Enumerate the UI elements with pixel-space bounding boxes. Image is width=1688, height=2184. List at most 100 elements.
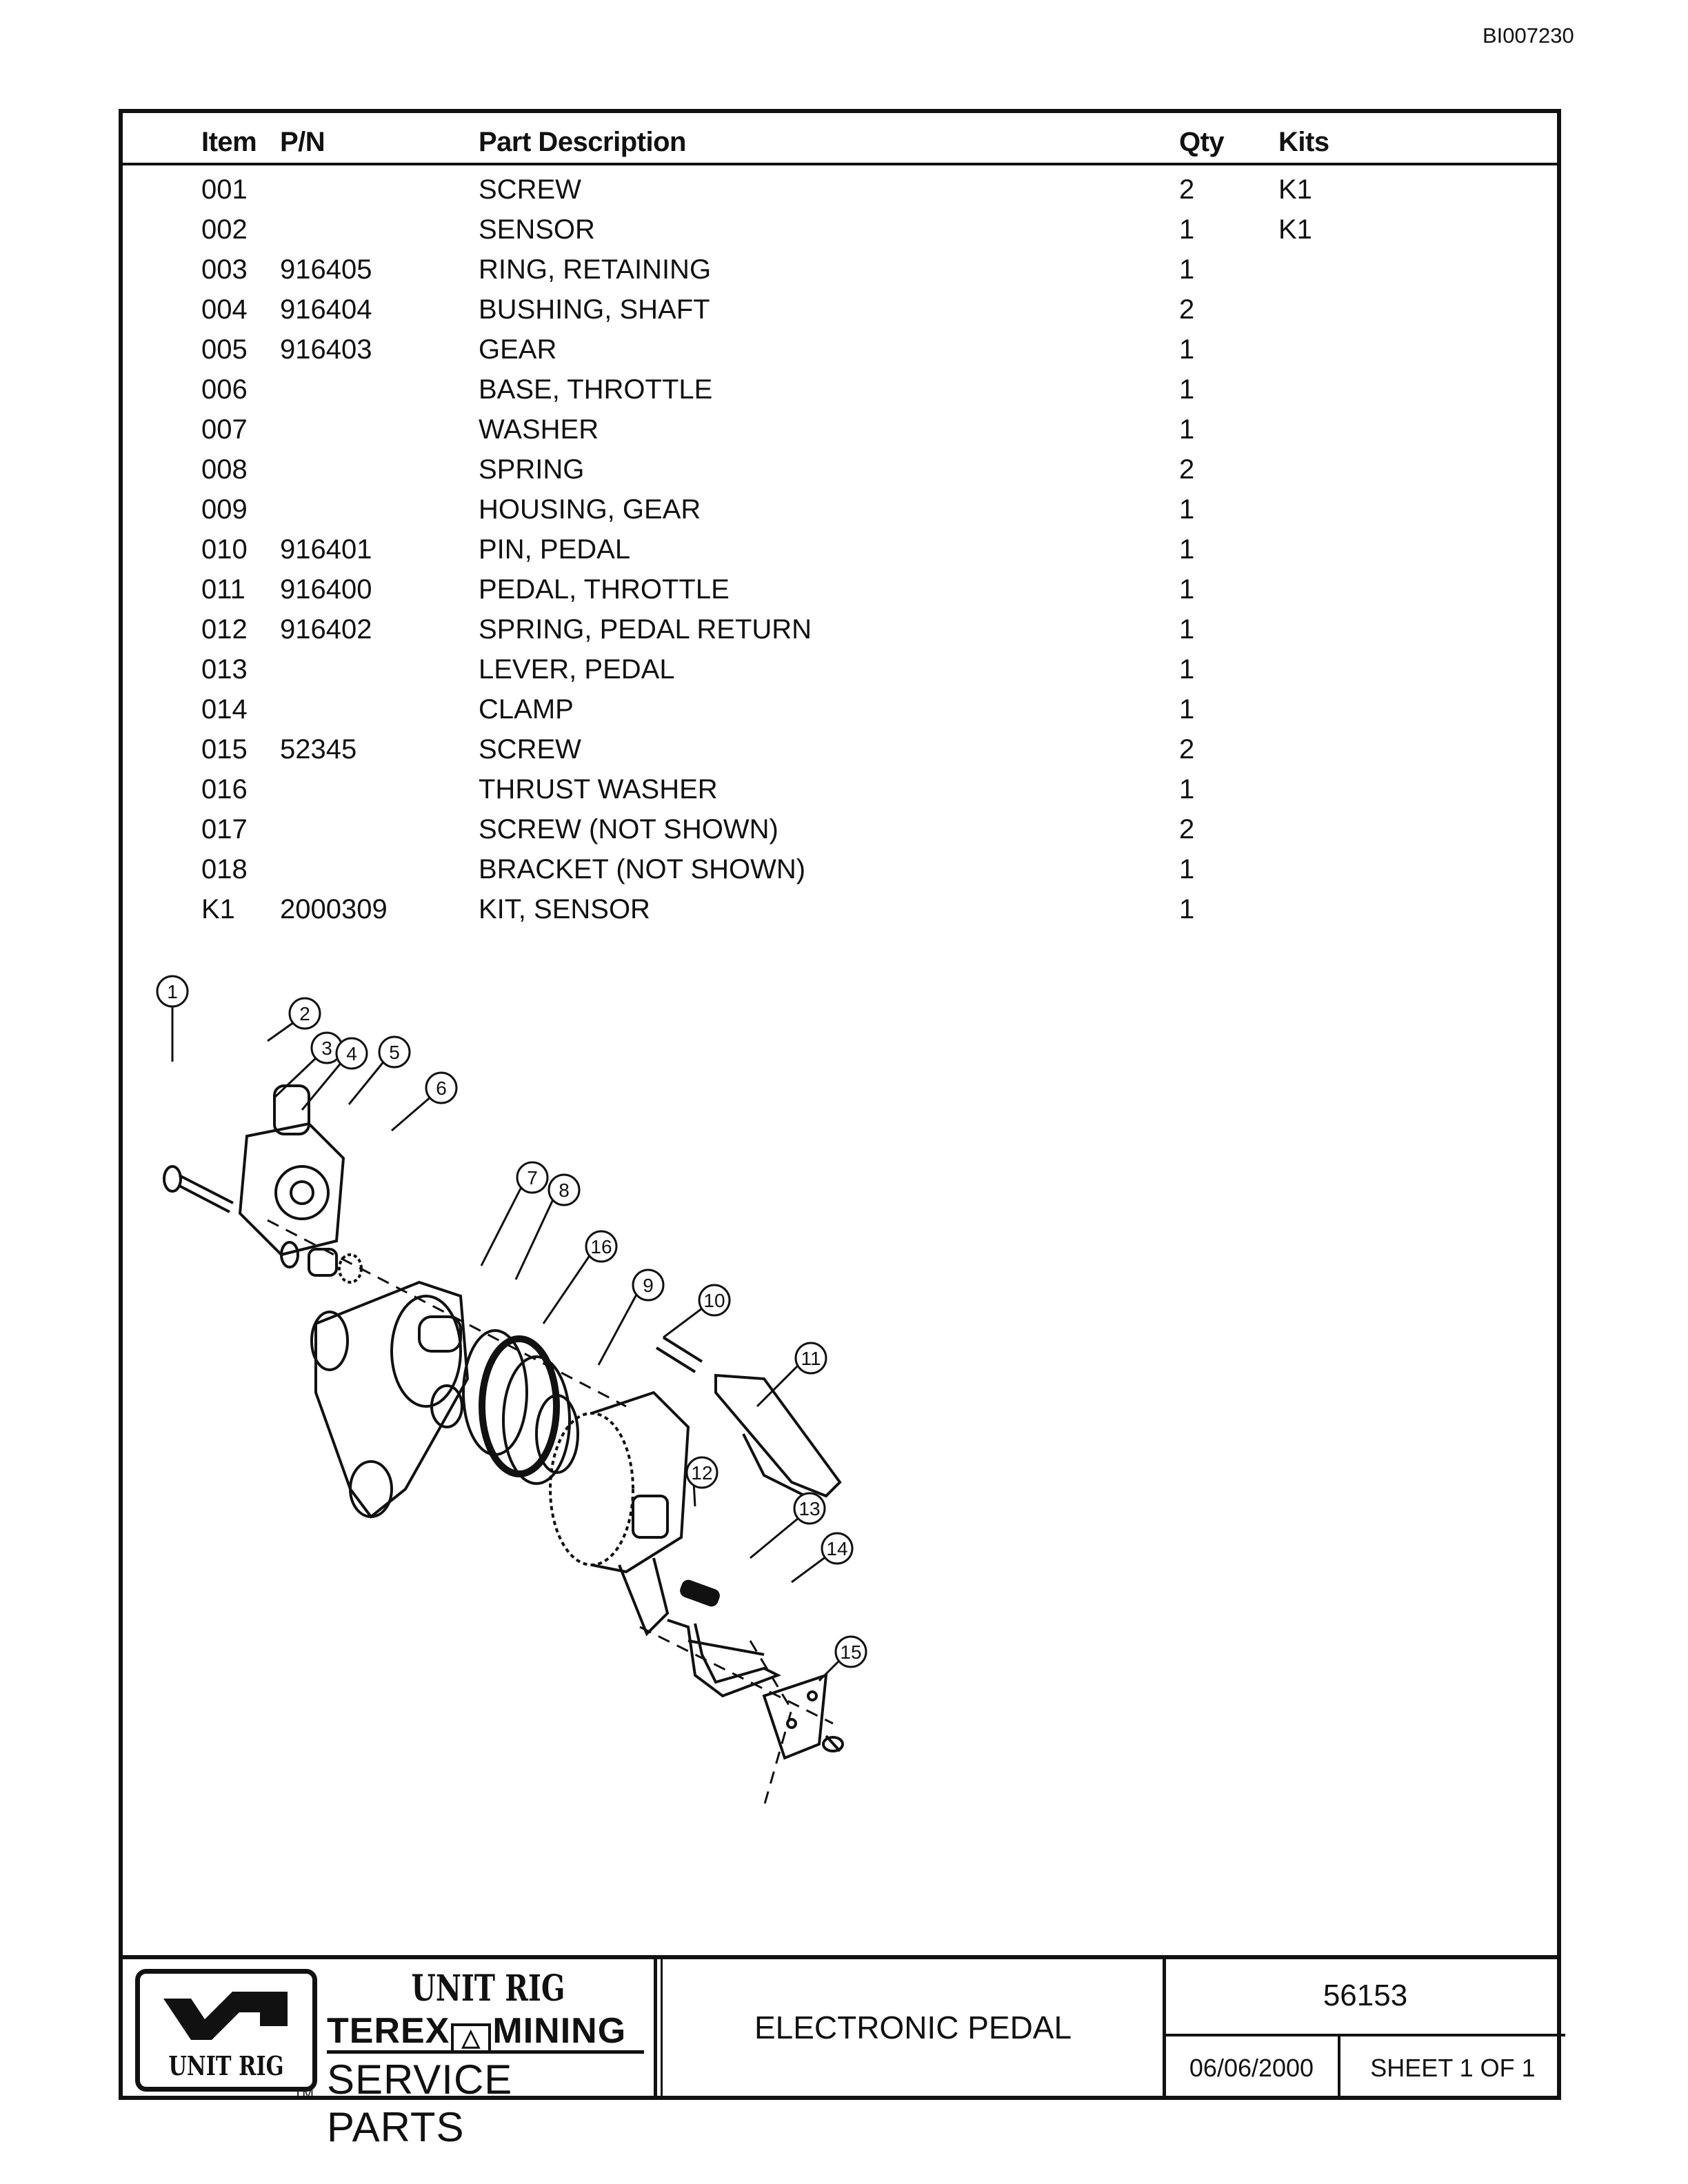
cell-description: CLAMP: [479, 694, 574, 725]
cell-qty: 1: [1179, 414, 1195, 445]
cell-description: GEAR: [479, 334, 557, 365]
title-block-divider: [1338, 2034, 1340, 2100]
header-kits: Kits: [1278, 126, 1329, 157]
part-screw: [163, 1165, 234, 1213]
part-gear: [338, 1253, 363, 1284]
callout-label: 3: [321, 1038, 332, 1059]
table-header-row: Item P/N Part Description Qty Kits: [123, 121, 1416, 163]
cell-qty: 1: [1179, 534, 1195, 565]
cell-kits: [1278, 330, 1416, 370]
callout-6: 6: [425, 1071, 458, 1104]
title-block-divider: [661, 1955, 663, 2100]
brand-mining: MINING: [492, 2011, 627, 2051]
part-pedal: [714, 1373, 842, 1498]
drawing-date: 06/06/2000: [1189, 2054, 1314, 2082]
callout-circle: [794, 1342, 827, 1375]
cell-kits: [1278, 609, 1416, 649]
brand-unit-rig: UNIT RIG: [411, 1968, 565, 2010]
callout-11: 11: [794, 1342, 827, 1375]
cell-item: K1: [201, 893, 235, 924]
cell-item: 017: [201, 813, 248, 845]
callout-15: 15: [834, 1635, 867, 1668]
cell-kits: [1278, 410, 1416, 449]
part-pin: [655, 1336, 703, 1373]
callout-circle: [685, 1456, 719, 1489]
cell-item: 018: [201, 853, 248, 884]
cell-pn: [280, 849, 479, 889]
cell-pn: [280, 370, 479, 410]
cell-qty: 1: [1179, 853, 1195, 884]
cell-pn: 916405: [280, 254, 372, 285]
cell-pn: [280, 489, 479, 529]
cell-description: KIT, SENSOR: [479, 893, 650, 924]
header-pn: P/N: [280, 126, 325, 157]
part-bushing: [308, 1248, 338, 1277]
cell-qty: 1: [1179, 254, 1195, 285]
callout-9: 9: [632, 1268, 665, 1302]
cell-pn: [280, 410, 479, 449]
cell-pn: [280, 649, 479, 689]
cell-description: BASE, THROTTLE: [479, 374, 713, 405]
callout-label: 11: [801, 1348, 821, 1369]
callout-circle: [632, 1268, 665, 1302]
callout-label: 13: [798, 1498, 820, 1519]
cell-item: 006: [201, 374, 248, 405]
callout-label: 4: [346, 1043, 357, 1064]
callout-circle: [821, 1532, 854, 1565]
header-qty: Qty: [1179, 126, 1225, 157]
cell-qty: 2: [1179, 294, 1195, 325]
cell-pn: 916404: [280, 294, 372, 325]
cell-qty: 1: [1179, 893, 1195, 924]
callout-label: 7: [527, 1167, 538, 1189]
unit-rig-logo: UNIT RIG: [135, 1969, 317, 2092]
cell-description: SCREW: [479, 734, 581, 765]
cell-description: SPRING, PEDAL RETURN: [479, 614, 812, 645]
cell-description: SCREW (NOT SHOWN): [479, 813, 778, 845]
cell-description: BUSHING, SHAFT: [479, 294, 710, 325]
cell-description: BRACKET (NOT SHOWN): [479, 853, 806, 884]
part-gear-housing: [549, 1391, 690, 1637]
callout-label: 15: [840, 1641, 861, 1663]
callout-12: 12: [685, 1456, 719, 1489]
cell-description: PEDAL, THROTTLE: [479, 574, 730, 605]
callout-8: 8: [547, 1173, 581, 1206]
cell-description: SCREW: [479, 174, 581, 205]
cell-description: PIN, PEDAL: [479, 534, 631, 565]
callout-circle: [425, 1071, 458, 1104]
part-springs: [462, 1329, 579, 1485]
callout-label: 1: [167, 981, 178, 1002]
cell-qty: 1: [1179, 494, 1195, 525]
cell-kits: [1278, 370, 1416, 410]
cell-description: THRUST WASHER: [479, 774, 718, 805]
callout-16: 16: [585, 1230, 618, 1263]
callout-circle: [834, 1635, 867, 1668]
cell-qty: 2: [1179, 174, 1195, 205]
cell-item: 016: [201, 774, 248, 805]
callout-10: 10: [698, 1284, 731, 1317]
header-item: Item: [201, 126, 257, 157]
callout-circle: [335, 1037, 368, 1070]
callout-circle: [516, 1161, 549, 1194]
brand-underline: [327, 2050, 644, 2054]
logo-text: UNIT RIG: [168, 2050, 284, 2081]
cell-pn: 916401: [280, 534, 372, 565]
cell-description: SPRING: [479, 454, 585, 485]
cell-qty: 2: [1179, 734, 1195, 765]
cell-item: 001: [201, 174, 248, 205]
title-block-divider: [654, 1955, 657, 2100]
callout-label: 2: [299, 1003, 310, 1024]
cell-qty: 1: [1179, 694, 1195, 725]
cell-pn: [280, 769, 479, 809]
callout-1: 1: [156, 975, 189, 1008]
cell-qty: 1: [1179, 614, 1195, 645]
cell-pn: 916400: [280, 574, 372, 605]
